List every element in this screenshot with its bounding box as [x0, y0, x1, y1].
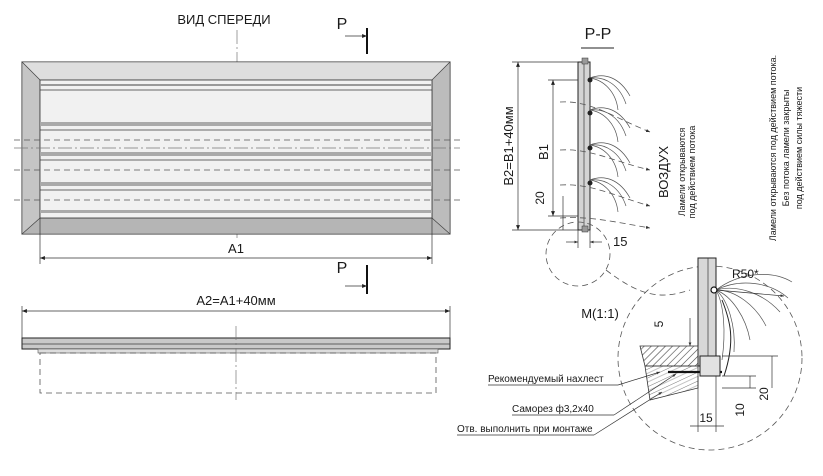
dimension-20-label: 20 [533, 191, 547, 205]
detail-frame [697, 257, 717, 367]
section-pp: P-P B2=B1+40мм [501, 26, 697, 296]
detail-dim-5: 5 [652, 320, 666, 327]
cut-label-top: P [337, 16, 348, 33]
detail-callout-circle [545, 221, 611, 287]
dimension-15-label: 15 [613, 234, 627, 249]
detail-dim-10: 10 [733, 403, 747, 417]
lamella-field [39, 79, 433, 219]
leader-hole-text: Отв. выполнить при монтаже [457, 424, 593, 435]
detail-title: M(1:1) [581, 306, 619, 321]
section-note-line1: Ламели открываются [677, 128, 687, 217]
front-view-title: ВИД СПЕРЕДИ [177, 12, 270, 27]
bottom-view: A2=A1+40мм [21, 293, 451, 400]
duct-outline [39, 352, 437, 394]
front-view: ВИД СПЕРЕДИ A1 [14, 12, 460, 294]
dimension-b2-label: B2=B1+40мм [501, 106, 516, 185]
leader-screw-text: Саморез ф3,2х40 [512, 403, 594, 415]
section-cut-marker-top: P [337, 16, 368, 54]
lamella-fans [589, 75, 631, 213]
detail-note-line3: под действием силы тяжести [794, 87, 804, 209]
wall-section [639, 345, 699, 367]
cut-label-bottom: P [337, 260, 348, 277]
section-title: P-P [585, 26, 612, 43]
section-cut-marker-bottom: P [337, 260, 368, 294]
section-note-line2: под действием потока [687, 126, 697, 219]
lamellas [40, 84, 432, 213]
detail-view: M(1:1) R50* 5 15 [457, 55, 804, 451]
detail-note-line1: Ламели открываются под действием потока. [768, 55, 778, 241]
dimension-a2-label: A2=A1+40мм [196, 293, 275, 308]
air-label: ВОЗДУХ [656, 146, 671, 198]
detail-dim-20: 20 [757, 387, 771, 401]
detail-dim-15: 15 [699, 411, 713, 425]
leader-overlap-text: Рекомендуемый нахлест [488, 374, 604, 385]
radius-label: R50* [732, 267, 759, 281]
dimension-a1-label: A1 [228, 241, 244, 256]
dimension-b1-label: B1 [536, 144, 551, 160]
airflow-arrows [559, 101, 651, 229]
detail-note-line2: Без потока ламели закрыты [781, 90, 791, 207]
